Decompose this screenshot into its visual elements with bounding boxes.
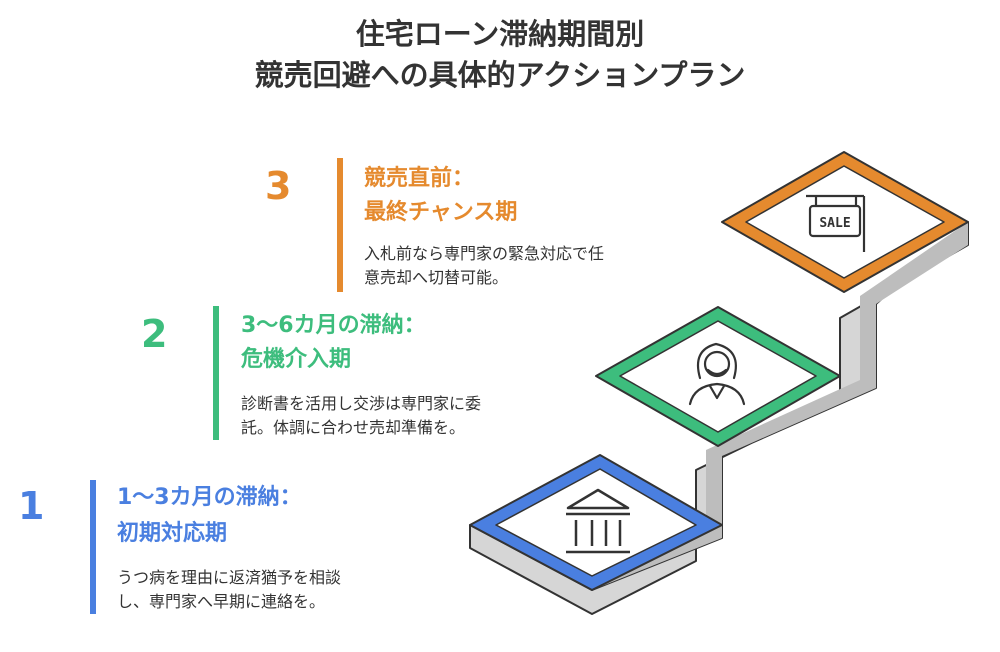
title-line-1: 住宅ローン滞納期間別 [355, 17, 645, 51]
stage-3-accent-bar [337, 158, 343, 292]
stage-2-heading-line-1: 3〜6カ月の滞納： [241, 313, 426, 338]
stage-1-heading-line-1: 1〜3カ月の滞納： [117, 485, 302, 510]
stage-2-number: 2 [141, 312, 168, 356]
sale-sign-icon [806, 194, 866, 252]
stage-1-description-line-2: し、専門家へ早期に連絡を。 [117, 592, 326, 611]
stage-2-description-line-1: 診断書を活用し交渉は専門家に委 [241, 394, 482, 413]
stage-1-heading-line-2: 初期対応期 [117, 521, 228, 546]
step-1-inner [495, 468, 697, 577]
sale-sign-text: SALE [819, 216, 850, 231]
stage-3-heading-line-1: 競売直前： [364, 166, 475, 191]
stage-1-description-line-1: うつ病を理由に返済猶予を相談 [117, 568, 342, 587]
stage-2-heading-line-2: 危機介入期 [241, 347, 352, 372]
stage-3-heading-line-2: 最終チャンス期 [364, 200, 518, 225]
lawyer-icon [688, 342, 746, 406]
diagram-title: 住宅ローン滞納期間別 競売回避への具体的アクションプラン [0, 14, 1000, 96]
stage-2-accent-bar [213, 306, 219, 440]
stage-3-description-line-1: 入札前なら専門家の緊急対応で任 [364, 244, 605, 263]
stage-2-description-line-2: 託。体調に合わせ売却準備を。 [241, 418, 466, 437]
stage-3-description-line-2: 意売却へ切替可能。 [364, 268, 509, 287]
bank-icon [566, 488, 630, 554]
stage-3-number: 3 [265, 164, 292, 208]
staircase-shadow [592, 222, 968, 590]
title-line-2: 競売回避への具体的アクションプラン [254, 58, 746, 92]
stage-1-accent-bar [90, 480, 96, 614]
stage-1-number: 1 [18, 484, 45, 528]
